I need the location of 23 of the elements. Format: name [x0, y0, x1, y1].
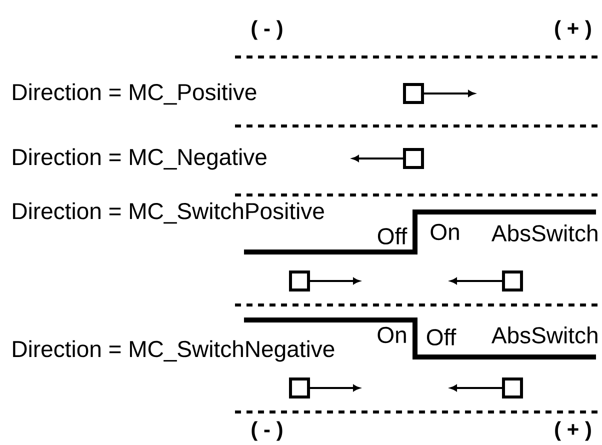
row-label: Direction = MC_Negative: [13, 148, 266, 170]
switch-state-label: On: [430, 224, 459, 240]
start-square: [289, 270, 310, 292]
start-square: [502, 270, 523, 292]
axis-end-label: ( + ): [555, 20, 591, 40]
start-square: [502, 378, 523, 398]
row-label: Direction = MC_SwitchPositive: [13, 202, 324, 224]
axis-end-label: ( - ): [252, 20, 282, 40]
switch-name-label: AbsSwitch: [491, 326, 598, 344]
start-square: [403, 83, 424, 104]
switch-state-label: Off: [378, 228, 408, 244]
start-square: [289, 378, 310, 398]
arrow: [450, 278, 502, 284]
row-label: Direction = MC_SwitchNegative: [13, 340, 334, 362]
switch-state-label: Off: [426, 328, 456, 346]
row-label: Direction = MC_Positive: [13, 83, 256, 105]
start-square: [403, 148, 424, 169]
arrow: [450, 384, 502, 392]
arrow: [352, 155, 403, 162]
arrow: [310, 278, 360, 284]
switch-state-label: On: [378, 326, 406, 344]
arrow: [310, 384, 360, 392]
arrow: [424, 90, 475, 97]
